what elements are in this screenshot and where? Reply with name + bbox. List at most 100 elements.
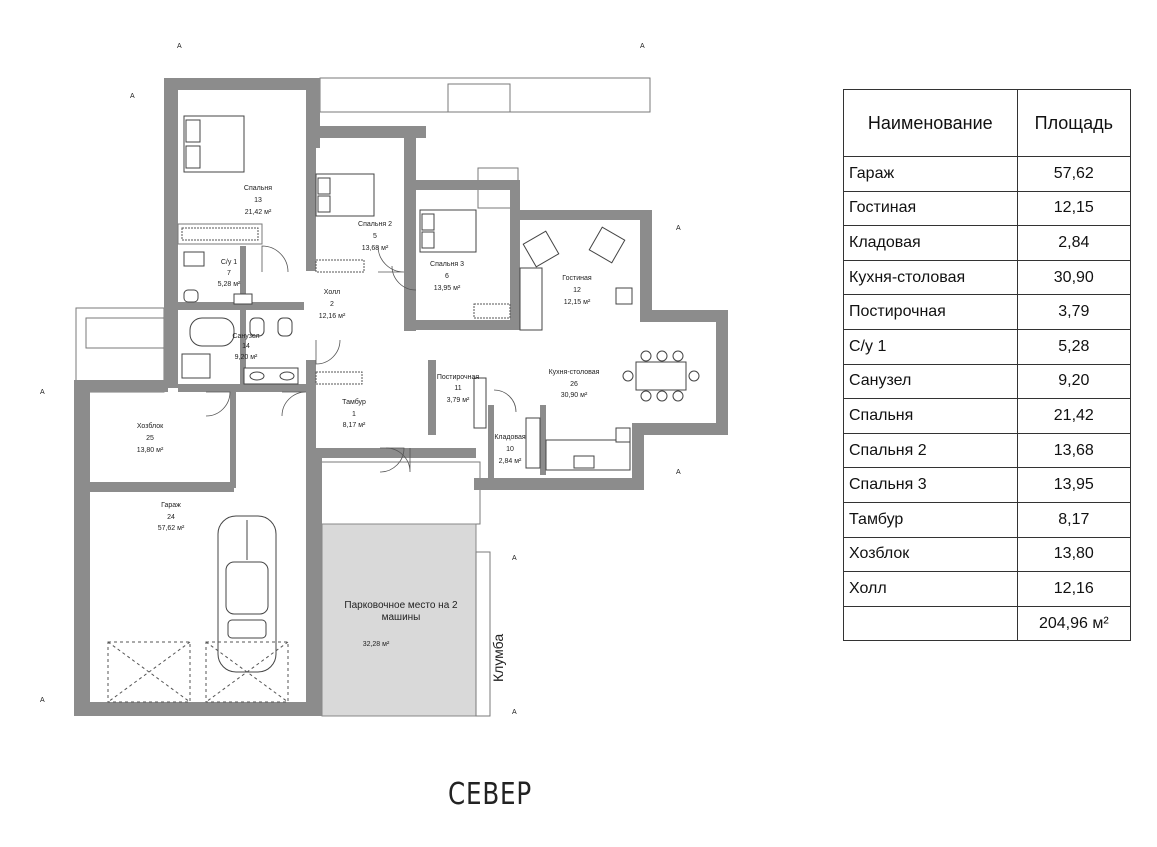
room-label-vestibule: Тамбур 1 8,17 м² <box>342 398 366 429</box>
room-number: 26 <box>570 381 578 388</box>
room-number: 11 <box>454 385 461 392</box>
room-area: 13,68 м² <box>362 245 389 252</box>
room-name: Санузел <box>232 333 259 340</box>
row-area: 57,62 <box>1016 156 1132 192</box>
room-label-bedroom: Спальня 13 21,42 м² <box>244 185 272 216</box>
garage-gates <box>107 641 289 703</box>
room-area: 21,42 м² <box>245 209 272 216</box>
room-area: 5,28 м² <box>218 281 241 288</box>
room-name: Гостиная <box>562 275 592 282</box>
room-number: 7 <box>227 270 231 277</box>
room-area: 30,90 м² <box>561 392 588 399</box>
room-name: Тамбур <box>342 398 366 406</box>
row-area: 13,95 <box>1016 467 1132 503</box>
doors <box>205 245 517 473</box>
total-empty-cell <box>843 605 1018 642</box>
row-area: 3,79 <box>1016 294 1132 330</box>
room-area: 13,95 м² <box>434 285 461 292</box>
parking-label: Парковочное место на 2 машины 32,28 м² <box>344 600 458 648</box>
total-area: 204,96 м² <box>1016 605 1132 642</box>
room-name: С/у 1 <box>221 259 237 266</box>
flowerbed-outline <box>475 551 491 717</box>
parking-label-line1: Парковочное место на 2 <box>344 600 458 611</box>
flowerbed-label: Клумба <box>490 634 506 682</box>
room-name: Постирочная <box>437 374 480 381</box>
compass-label: СЕВЕР <box>448 777 533 812</box>
room-label-wc-1: С/у 1 7 5,28 м² <box>218 259 241 288</box>
room-label-garage: Гараж 24 57,62 м² <box>158 502 185 532</box>
row-area: 12,15 <box>1016 190 1132 227</box>
car-drawing <box>217 515 277 673</box>
room-area: 13,80 м² <box>137 447 164 454</box>
axis-marker-label: А <box>676 469 681 476</box>
room-label-laundry: Постирочная 11 3,79 м² <box>437 374 480 404</box>
axis-marker-label: А <box>130 93 135 100</box>
row-area: 13,80 <box>1016 536 1132 573</box>
row-area: 2,84 <box>1016 225 1132 261</box>
row-name: Тамбур <box>843 501 1018 538</box>
room-area: 12,15 м² <box>564 299 591 306</box>
row-name: Спальня <box>843 398 1018 434</box>
row-name: Холл <box>843 571 1018 607</box>
room-area: 57,62 м² <box>158 525 185 532</box>
room-name: Гараж <box>161 502 181 509</box>
row-name: Кухня-столовая <box>843 259 1018 296</box>
axis-marker-label: А <box>512 709 517 716</box>
room-number: 24 <box>167 514 175 521</box>
room-label-storage: Кладовая 10 2,84 м² <box>494 434 526 465</box>
room-number: 25 <box>146 435 154 442</box>
axis-markers: А А А А А А А А А <box>40 43 681 716</box>
room-number: 1 <box>352 411 356 418</box>
table-total-row: 204,96 м² <box>843 605 1132 642</box>
row-name: Гостиная <box>843 190 1018 227</box>
room-number: 12 <box>573 287 581 294</box>
row-area: 8,17 <box>1016 501 1132 538</box>
room-area: 8,17 м² <box>343 422 366 429</box>
room-area: 2,84 м² <box>499 458 522 465</box>
furniture <box>181 115 700 471</box>
room-label-utility-block: Хозблок 25 13,80 м² <box>137 422 164 454</box>
row-area: 30,90 <box>1016 259 1132 296</box>
row-name: Постирочная <box>843 294 1018 330</box>
room-number: 13 <box>254 197 262 204</box>
room-number: 14 <box>242 343 250 350</box>
row-area: 5,28 <box>1016 328 1132 365</box>
room-number: 10 <box>506 446 514 453</box>
axis-marker-label: А <box>512 555 517 562</box>
axis-marker-label: А <box>40 697 45 704</box>
room-label-kitchen-dining: Кухня-столовая 26 30,90 м² <box>549 369 600 399</box>
row-area: 12,16 <box>1016 571 1132 607</box>
header-name: Наименование <box>843 89 1018 157</box>
room-number: 2 <box>330 301 334 308</box>
row-name: С/у 1 <box>843 328 1018 365</box>
room-name: Спальня <box>244 185 272 192</box>
room-number: 6 <box>445 273 449 280</box>
room-name: Хозблок <box>137 422 164 430</box>
room-label-bedroom-3: Спальня 3 6 13,95 м² <box>430 261 464 292</box>
row-name: Санузел <box>843 363 1018 400</box>
parking-area <box>321 523 477 717</box>
room-number: 5 <box>373 233 377 240</box>
row-name: Спальня 3 <box>843 467 1018 503</box>
room-name: Холл <box>324 289 341 296</box>
room-area: 3,79 м² <box>447 397 470 404</box>
room-name: Спальня 2 <box>358 221 392 228</box>
table-header-row: Наименование Площадь <box>843 89 1132 157</box>
row-name: Спальня 2 <box>843 432 1018 469</box>
row-name: Гараж <box>843 156 1018 192</box>
header-area: Площадь <box>1016 89 1132 157</box>
room-name: Кладовая <box>494 434 526 441</box>
room-label-hall: Холл 2 12,16 м² <box>319 289 346 320</box>
